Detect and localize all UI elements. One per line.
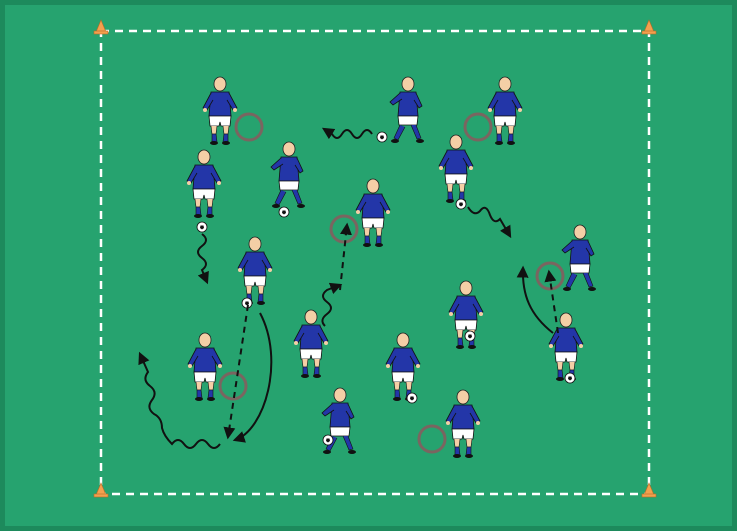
ball-icon (456, 199, 466, 209)
ball-icon (197, 222, 207, 232)
ball-icon (279, 207, 289, 217)
ball-icon (377, 132, 387, 142)
ball-icon (565, 373, 575, 383)
ball-icon (465, 331, 475, 341)
ball-icon (323, 435, 333, 445)
ball-icon (407, 393, 417, 403)
pitch-surface (5, 5, 732, 526)
